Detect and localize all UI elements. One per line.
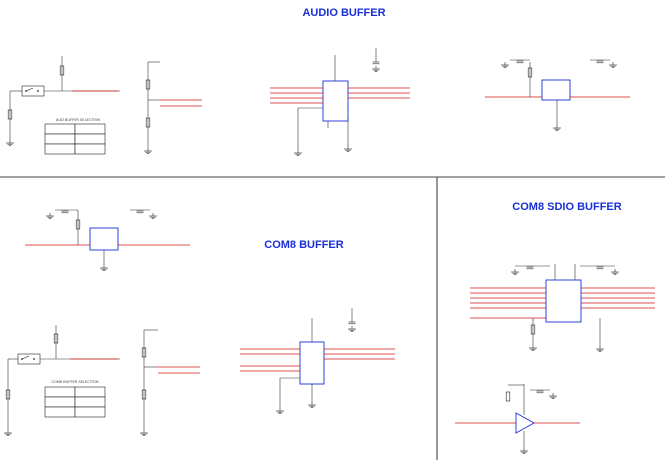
audio-buffer-title: AUDIO BUFFER: [302, 7, 385, 19]
com8-buffer-selection-table: COM8 BUFFER SELECTION: [44, 380, 106, 418]
aud-selection-caption: AUD BUFFER SELECTION: [56, 118, 101, 122]
com8-buffer-ic: [240, 308, 395, 414]
sdio-buffer-ic: [470, 264, 655, 352]
com8-switch-circuit: [3, 325, 120, 436]
audio-buffer-ic: [270, 48, 410, 156]
com8-selection-caption: COM8 BUFFER SELECTION: [51, 380, 98, 384]
aud-buffer-selection-table: AUD BUFFER SELECTION: [44, 118, 106, 155]
sdio-buffer-gate: [455, 384, 580, 454]
audio-level-shifter: [485, 59, 630, 131]
audio-switch-circuit: [5, 56, 120, 146]
com8-level-shifter: [25, 209, 190, 271]
com8-sdio-buffer-title: COM8 SDIO BUFFER: [512, 201, 621, 213]
com8-resistor-ladder: [139, 329, 200, 436]
com8-buffer-title: COM8 BUFFER: [264, 239, 344, 251]
audio-resistor-ladder: [143, 61, 202, 154]
